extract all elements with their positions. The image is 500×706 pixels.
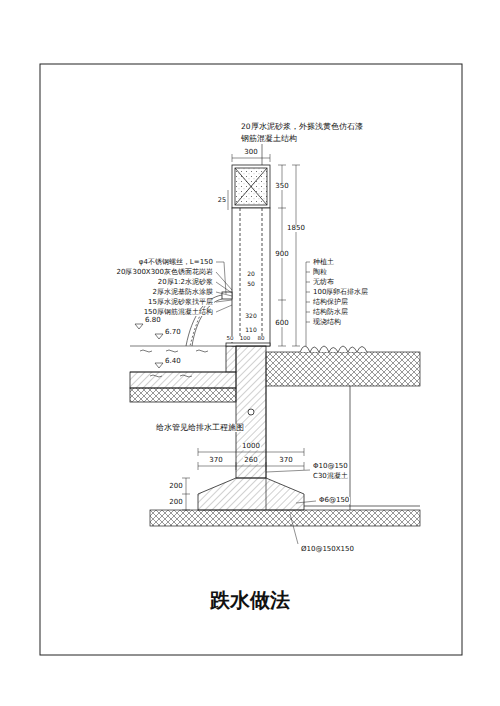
waterfall-stroke — [192, 299, 222, 346]
pond-structure-stroke — [130, 372, 236, 388]
note-text: 给水管见给排水工程施图 — [155, 424, 245, 432]
callout-text: 结构防水层 — [312, 309, 349, 316]
dimension: 260 — [243, 457, 258, 464]
callout-text: 现浇结构 — [312, 319, 342, 326]
pillar-stroke — [232, 165, 270, 208]
level-mark: 6.80 — [144, 317, 162, 324]
dimension-lines-stroke — [292, 165, 300, 346]
pond-water-stroke — [135, 324, 163, 368]
callout-leaders-stroke — [216, 272, 232, 312]
callout-text: 150厚钢筋混凝土结构 — [143, 309, 214, 316]
planting-soil — [266, 346, 420, 510]
dimension: 1850 — [286, 225, 306, 232]
callout-leaders-stroke — [306, 262, 307, 352]
dimension: 100 — [239, 336, 252, 342]
planting-soil-stroke — [266, 386, 350, 510]
callout-text: 陶粒 — [312, 269, 328, 276]
rebar-note: Ø10@150X150 — [300, 546, 355, 553]
callout-text: 无纺布 — [312, 279, 335, 286]
pillar-stroke — [240, 208, 262, 346]
rebar-note: C30混凝土 — [312, 473, 349, 480]
callout-text: 15厚水泥砂浆找平层 — [147, 299, 214, 306]
pond-structure-stroke — [130, 388, 236, 402]
pond-water — [130, 324, 226, 377]
callout-text: 20厚300X300灰色锈面花岗岩 — [116, 269, 214, 276]
dimension: 900 — [274, 251, 289, 258]
dimension: 370 — [208, 457, 223, 464]
waterfall-stroke — [190, 300, 210, 346]
dimension: 50 — [226, 336, 235, 342]
callout-leaders-stroke — [266, 470, 310, 472]
dimension: 370 — [278, 457, 293, 464]
retaining-wall-stroke — [198, 478, 304, 510]
pond-water-stroke — [130, 346, 226, 347]
retaining-wall-stroke — [248, 409, 254, 415]
pillar-stroke — [232, 208, 270, 346]
callout-text: 2厚水泥基防水涂膜 — [152, 289, 214, 296]
note-text: 20厚水泥砂浆，外搽浅黄色仿石漆 — [240, 123, 364, 131]
dimension: 110 — [244, 327, 257, 333]
top-leader — [262, 144, 263, 165]
dimension: 320 — [244, 313, 257, 319]
top-leader-stroke — [262, 144, 263, 165]
dimension: 600 — [274, 320, 289, 327]
planting-soil-stroke — [300, 346, 367, 352]
sheet-frame — [40, 64, 462, 655]
sheet-frame-stroke — [40, 64, 462, 655]
dimension-lines-stroke — [228, 190, 229, 210]
callout-text: φ4不锈钢螺丝，L=150 — [138, 259, 214, 266]
level-mark: 6.70 — [164, 329, 182, 336]
dimension: 20 — [246, 271, 256, 277]
dimension: 80 — [257, 336, 266, 342]
dimension: 350 — [274, 183, 289, 190]
callout-text: 20厚1:2水泥砂浆 — [157, 279, 214, 286]
dimension: 50 — [246, 281, 256, 287]
callout-text: 结构保护层 — [312, 299, 349, 306]
pond-structure-stroke — [226, 346, 236, 372]
ground-stroke — [304, 506, 420, 507]
dimension: 300 — [243, 149, 258, 156]
drawing-caption: 跌水做法 — [208, 590, 292, 610]
rebar-note: Φ10@150 — [312, 463, 349, 470]
pillar — [222, 165, 270, 346]
pillar-stroke — [235, 168, 267, 205]
callout-leaders-stroke — [306, 262, 310, 322]
dimension: 1000 — [241, 443, 261, 450]
rebar-note: Φ6@150 — [318, 497, 350, 504]
level-mark: 6.40 — [164, 358, 182, 365]
pond-water-stroke — [140, 350, 208, 352]
planting-soil-stroke — [266, 352, 420, 386]
dimension: 25 — [217, 197, 227, 204]
pillar-stroke — [235, 168, 267, 205]
ground — [150, 506, 420, 526]
pond-structure-stroke — [226, 343, 270, 346]
dimension-lines — [182, 154, 304, 510]
callout-text: 种植土 — [312, 259, 335, 266]
ground-stroke — [150, 510, 420, 526]
dimension: 200 — [168, 483, 183, 490]
dimension: 200 — [168, 499, 183, 506]
callout-text: 100厚卵石排水层 — [312, 289, 369, 296]
retaining-wall-stroke — [236, 346, 266, 478]
note-text: 钢筋混凝土结构 — [240, 135, 298, 143]
